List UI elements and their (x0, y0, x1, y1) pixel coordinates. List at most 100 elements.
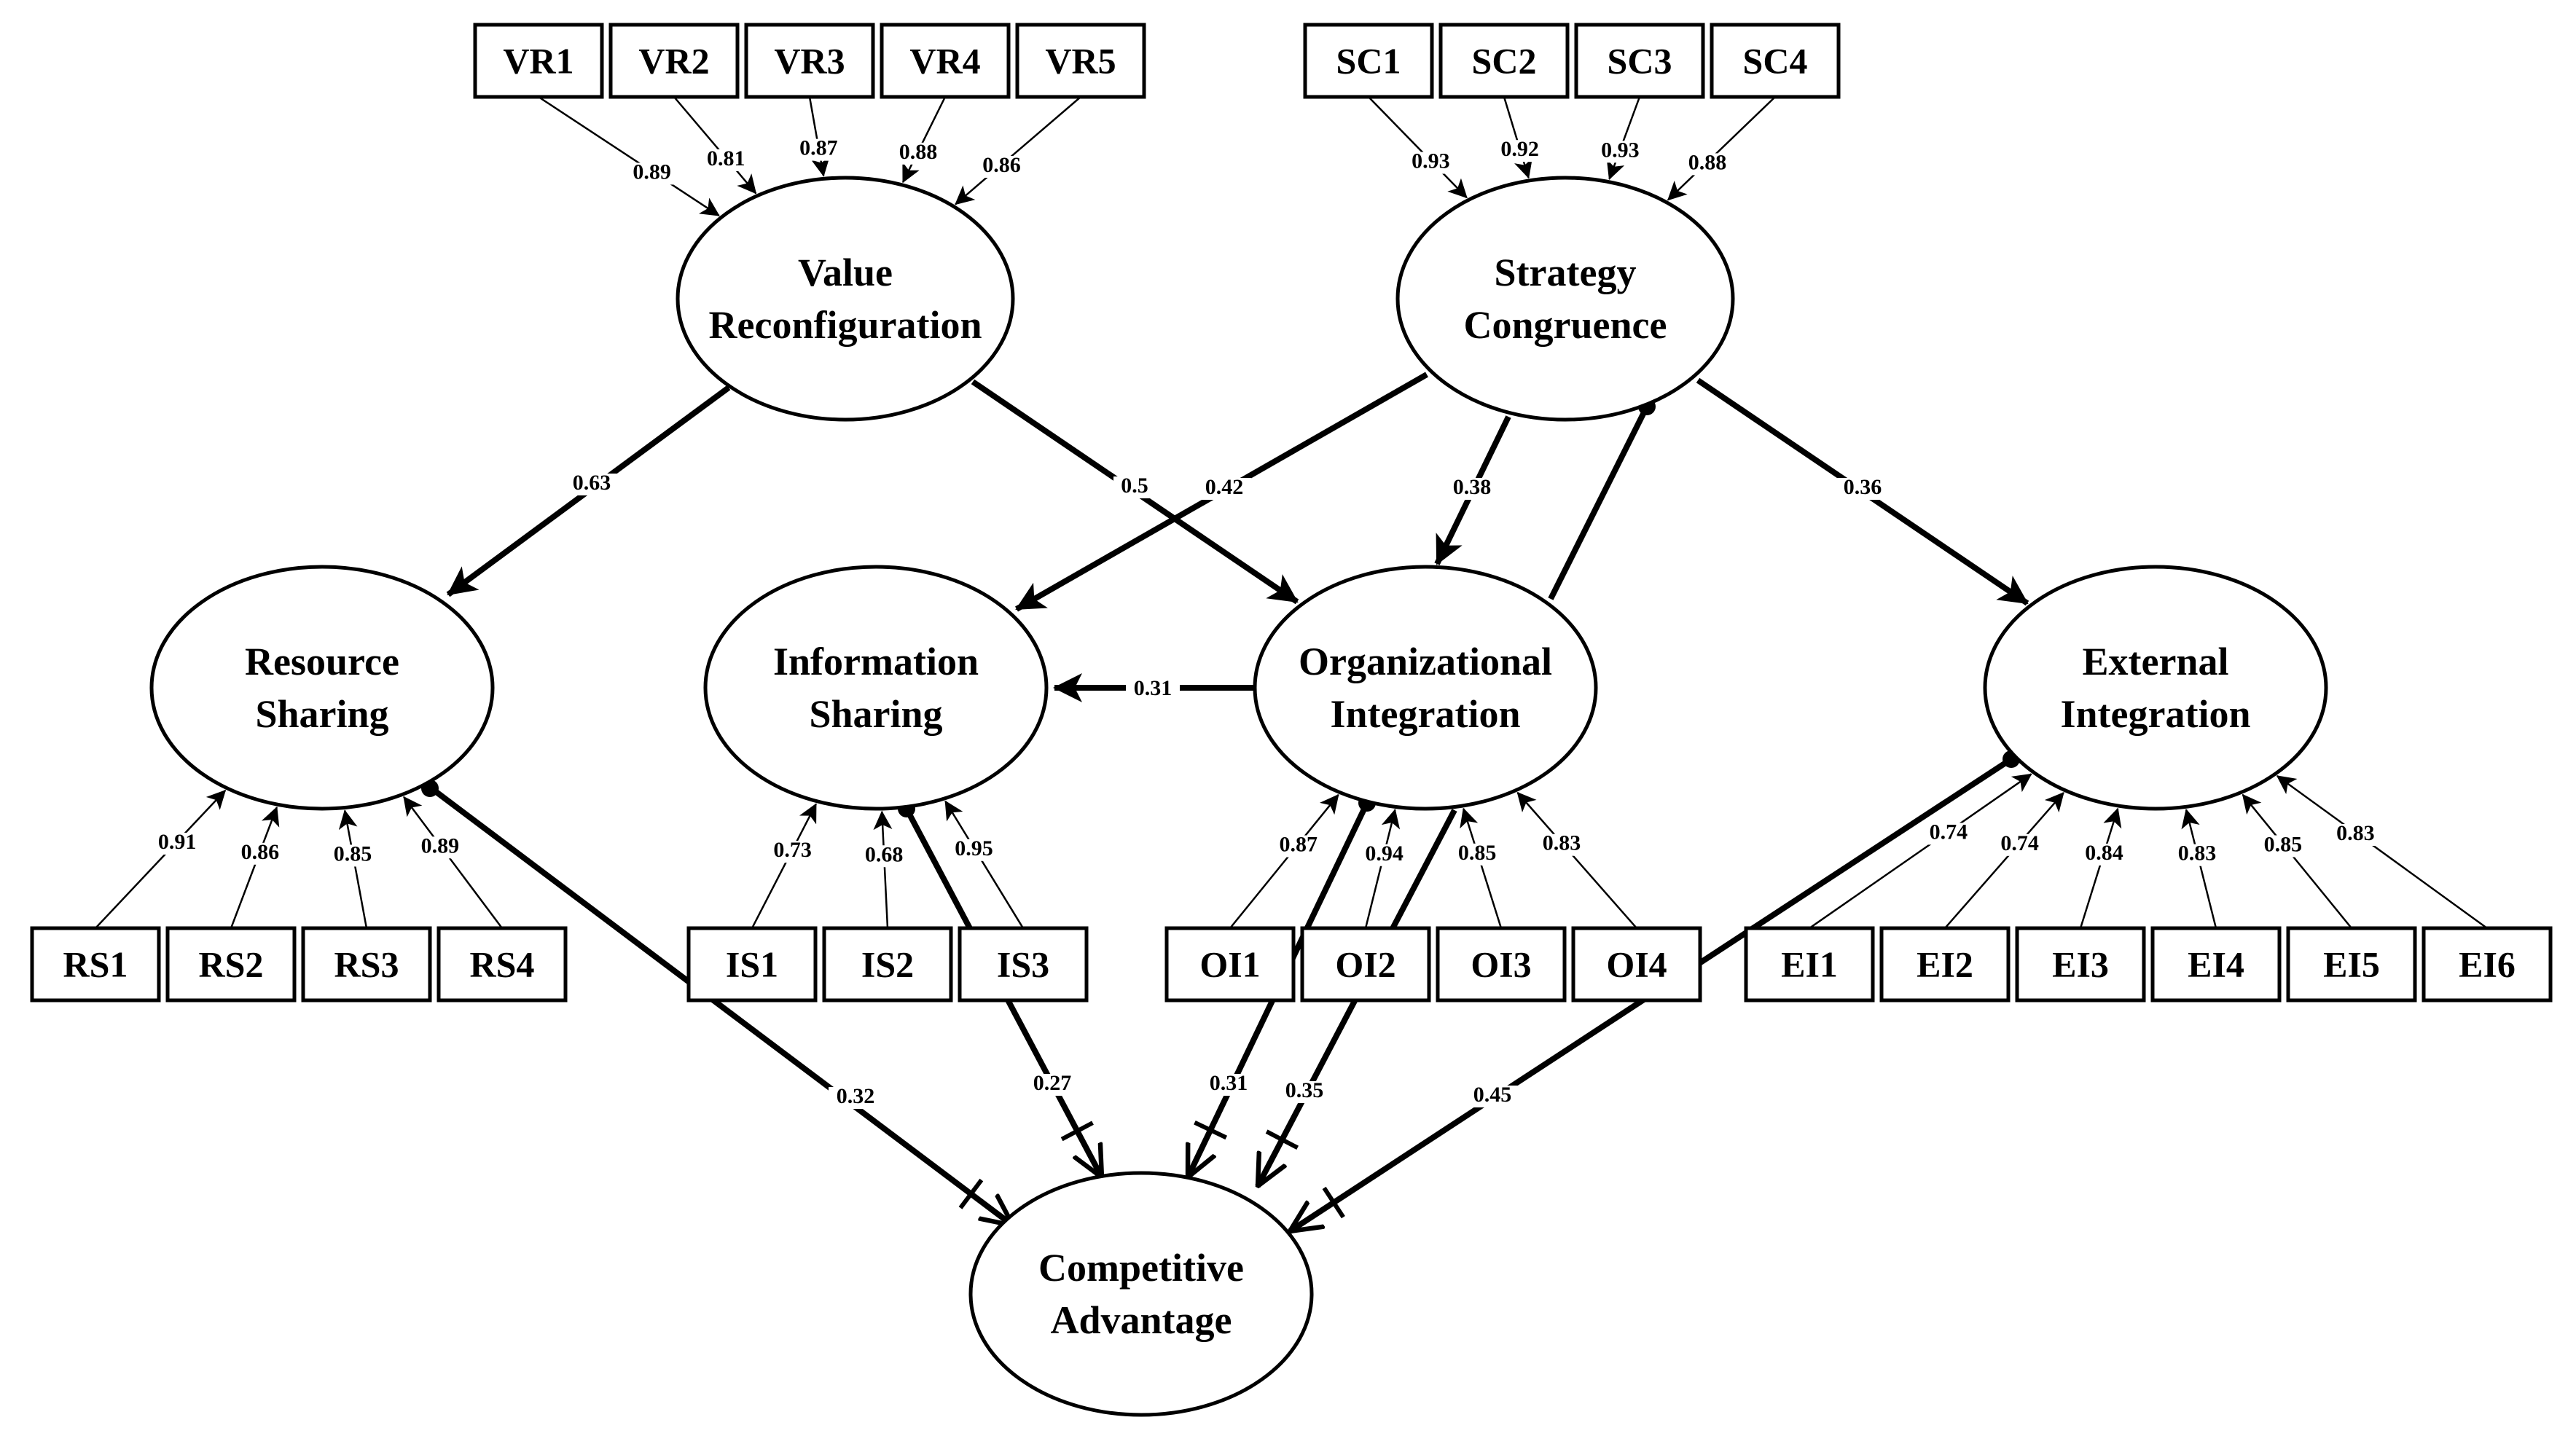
loading-label-rs2: 0.86 (232, 840, 287, 865)
indicator-label: EI4 (2188, 944, 2244, 985)
indicator-box (744, 23, 875, 99)
latent-ellipse (676, 176, 1015, 422)
path-coef-3-bg (1445, 478, 1499, 500)
loading-label-is2: 0.68 (857, 842, 912, 868)
latent-label-line: Congruence (1464, 303, 1667, 347)
indicator-ei5: EI5 (2286, 926, 2417, 1003)
loading-label-vr2: 0.81 (699, 146, 753, 171)
latent-ellipse (968, 1171, 1314, 1417)
loading-label-vr5-text: 0.86 (982, 153, 1021, 177)
indicator-box (958, 926, 1089, 1003)
indicator-box (301, 926, 432, 1003)
loading-label-is3: 0.95 (947, 836, 1001, 861)
loading-label-ei1: 0.74 (1921, 820, 1976, 845)
loading-arrow-oi2 (1364, 809, 1401, 929)
indicator-box (1300, 926, 1431, 1003)
loading-label-sc1: 0.93 (1404, 149, 1458, 174)
loading-label-sc4-bg (1680, 153, 1735, 176)
path-coef-8-bg (1202, 1074, 1256, 1096)
indicator-box (1015, 23, 1146, 99)
indicator-sc4: SC4 (1710, 23, 1841, 99)
loading-label-ei1-bg (1921, 823, 1976, 845)
path-coef-5-bg (1126, 679, 1180, 701)
loading-label-vr4-bg (890, 142, 945, 165)
loading-label-is1: 0.73 (765, 838, 820, 863)
path-coef-1-text: 0.5 (1121, 474, 1148, 498)
indicator-vr3: VR3 (744, 23, 875, 99)
indicator-box (1436, 926, 1567, 1003)
path-oi-ca-8-crossbar (1194, 1120, 1228, 1140)
loading-arrow-vr3 (808, 96, 830, 177)
loading-label-oi4-text: 0.83 (1543, 831, 1581, 855)
indicator-label: EI5 (2323, 944, 2380, 985)
indicator-sc3: SC3 (1574, 23, 1705, 99)
path-coef-2-text: 0.42 (1205, 475, 1244, 499)
indicator-label: VR3 (774, 41, 845, 82)
indicator-is3: IS3 (958, 926, 1089, 1003)
indicator-label: EI3 (2052, 944, 2109, 985)
indicator-label: VR4 (909, 41, 980, 82)
loading-label-sc3-bg (1593, 141, 1648, 163)
path-coef-2-bg (1197, 478, 1251, 500)
loading-arrow-is1 (751, 803, 817, 929)
loading-label-vr2-bg (699, 149, 753, 171)
loading-label-sc2: 0.92 (1492, 137, 1547, 162)
loading-label-rs4-text: 0.89 (421, 833, 460, 858)
path-oi-ca-9-crossbar (1265, 1129, 1299, 1150)
latent-label-line: Reconfiguration (709, 303, 982, 347)
indicator-label: RS4 (470, 944, 535, 985)
indicator-oi2: OI2 (1300, 926, 1431, 1003)
indicator-box (1571, 926, 1702, 1003)
indicator-label: SC3 (1608, 41, 1672, 82)
loading-label-sc2-bg (1492, 140, 1547, 162)
indicator-box (1164, 926, 1296, 1003)
path-coef-9-bg (1277, 1081, 1331, 1103)
loading-label-sc1-bg (1404, 152, 1458, 174)
loading-label-rs2-text: 0.86 (241, 840, 280, 864)
path-rs-ca-6-crossbar (958, 1178, 984, 1209)
loading-label-ei3-bg (2077, 843, 2131, 866)
loading-label-is1-bg (765, 841, 820, 863)
indicator-vr2: VR2 (608, 23, 740, 99)
indicator-label: VR5 (1045, 41, 1116, 82)
path-coef-3-text: 0.38 (1453, 475, 1492, 499)
loading-arrow-ei1 (1809, 773, 2032, 930)
path-is-ca-7-crossbar (1060, 1121, 1094, 1142)
latent-ellipse (1983, 565, 2328, 811)
indicator-vr4: VR4 (880, 23, 1011, 99)
indicator-ei2: EI2 (1879, 926, 2011, 1003)
loading-arrow-sc2 (1503, 96, 1532, 179)
loading-label-ei4: 0.83 (2170, 841, 2225, 866)
loading-arrow-oi3 (1460, 807, 1503, 929)
loading-label-vr5: 0.86 (974, 153, 1029, 178)
loading-label-oi2-bg (1357, 844, 1412, 866)
loading-label-vr3-text: 0.87 (799, 136, 838, 160)
loading-label-rs4-bg (412, 836, 467, 859)
path-coef-4-bg (1836, 478, 1890, 500)
loading-arrow-rs1 (95, 789, 227, 929)
loading-label-oi3: 0.85 (1450, 841, 1505, 866)
indicator-label: OI3 (1471, 944, 1531, 985)
path-coef-9-text: 0.35 (1285, 1078, 1324, 1102)
path-coef-8: 0.31 (1202, 1071, 1256, 1096)
indicator-label: EI6 (2459, 944, 2516, 985)
loading-label-rs1-text: 0.91 (158, 830, 197, 854)
path-coef-5-text: 0.31 (1134, 676, 1172, 700)
indicator-box (1710, 23, 1841, 99)
loading-label-rs4: 0.89 (412, 833, 467, 859)
latent-label-line: External (2083, 640, 2229, 683)
path-coef-4: 0.36 (1836, 475, 1890, 500)
loading-arrow-is2 (873, 810, 893, 929)
loading-label-ei2-text: 0.74 (2000, 831, 2039, 855)
loading-label-is2-bg (857, 845, 912, 868)
loading-label-vr4: 0.88 (890, 140, 945, 165)
indicator-box (436, 926, 568, 1003)
loading-label-rs1-bg (150, 832, 205, 855)
loading-label-vr1: 0.89 (625, 160, 679, 185)
